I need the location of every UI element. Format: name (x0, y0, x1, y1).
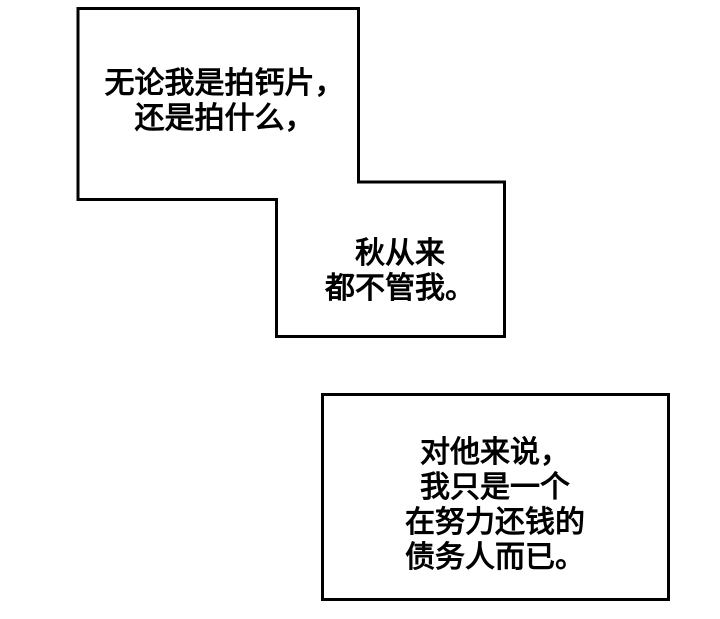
bottom-speech-bubble-border (321, 393, 670, 601)
speech-bubble-text-bottom: 对他来说， 我只是一个 在努力还钱的 债务人而已。 (405, 435, 585, 575)
merged-speech-bubble-border (76, 7, 506, 338)
speech-bubble-text-middle: 秋从来 都不管我。 (325, 236, 475, 306)
speech-bubble-text-top: 无论我是拍钙片， 还是拍什么， (104, 65, 345, 136)
